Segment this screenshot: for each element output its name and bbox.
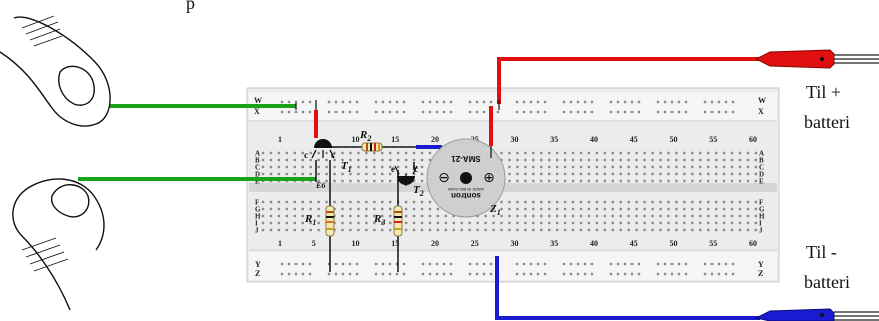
row-label-h: H — [255, 213, 261, 221]
t2-pin-e: e — [391, 164, 395, 174]
label-t2: T2 — [413, 184, 424, 198]
row-label-d-right: D — [759, 171, 764, 179]
rail-label-w-right: W — [758, 96, 766, 105]
red-wire-battery — [497, 57, 760, 104]
column-number-top-30: 30 — [511, 135, 519, 144]
row-label-f: F — [255, 199, 259, 207]
label-r2: R2 — [359, 129, 371, 143]
label-r1: R1 — [304, 213, 316, 227]
minus-probe-blue — [754, 308, 879, 321]
rail-label-z-right: Z — [758, 269, 763, 278]
column-number-bottom-5: 5 — [312, 239, 316, 248]
column-number-top-45: 45 — [630, 135, 638, 144]
minus-battery-label-line1: Til - — [806, 242, 837, 262]
row-label-a: A — [255, 150, 260, 158]
rail-label-x-right: X — [758, 107, 764, 116]
row-label-b: B — [255, 157, 260, 165]
buzzer-brand-text: sontron — [451, 191, 481, 200]
column-number-bottom-20: 20 — [431, 239, 439, 248]
finger-bottom — [12, 178, 105, 311]
bottom-power-rail — [249, 252, 777, 280]
column-number-top-15: 15 — [391, 135, 399, 144]
column-number-bottom-1: 1 — [278, 239, 282, 248]
row-label-h-right: H — [759, 213, 765, 221]
rail-label-z: Z — [255, 269, 260, 278]
rail-label-y-right: Y — [758, 260, 764, 269]
row-label-g: G — [255, 206, 261, 214]
buzzer-model-text: SMA-21 — [451, 154, 481, 163]
transistor-t1 — [311, 139, 335, 159]
row-label-d: D — [255, 171, 260, 179]
row-label-j: J — [255, 227, 259, 235]
column-number-top-35: 35 — [550, 135, 558, 144]
top-power-rail — [249, 92, 777, 120]
plus-battery-label-line1: Til + — [806, 82, 841, 102]
transistor-t2 — [394, 165, 418, 186]
rail-label-x: X — [254, 107, 260, 116]
column-number-top-60: 60 — [749, 135, 757, 144]
row-label-c-right: C — [759, 164, 764, 172]
blue-wire-battery — [495, 282, 760, 320]
center-channel — [249, 183, 777, 192]
column-number-bottom-30: 30 — [511, 239, 519, 248]
plus-probe-red — [754, 49, 879, 69]
t1-pin-c-right: c — [331, 150, 335, 160]
column-number-bottom-15: 15 — [391, 239, 399, 248]
label-e6: E6 — [315, 181, 325, 190]
column-number-bottom-35: 35 — [550, 239, 558, 248]
row-label-b-right: B — [759, 157, 764, 165]
column-number-bottom-45: 45 — [630, 239, 638, 248]
column-number-bottom-40: 40 — [590, 239, 598, 248]
t1-pin-c-left: c — [304, 150, 308, 160]
column-number-bottom-25: 25 — [471, 239, 479, 248]
top-text-fragment: p — [186, 0, 195, 13]
column-number-bottom-50: 50 — [670, 239, 678, 248]
row-label-j-right: J — [759, 227, 763, 235]
row-label-i: I — [255, 220, 258, 228]
t2-pin-c: c — [414, 164, 418, 174]
rail-label-y: Y — [255, 260, 261, 269]
column-number-bottom-60: 60 — [749, 239, 757, 248]
column-number-bottom-10: 10 — [352, 239, 360, 248]
row-label-i-right: I — [759, 220, 762, 228]
rail-holes — [280, 100, 735, 276]
label-z1: Z1 — [489, 203, 501, 217]
rail-label-w: W — [254, 96, 262, 105]
column-number-top-55: 55 — [709, 135, 717, 144]
buzzer-minus-symbol: ⊖ — [438, 169, 450, 185]
column-number-top-50: 50 — [670, 135, 678, 144]
row-label-e: E — [255, 178, 260, 186]
resistor-r2 — [361, 142, 383, 152]
row-label-g-right: G — [759, 206, 765, 214]
column-number-bottom-55: 55 — [709, 239, 717, 248]
column-number-top-40: 40 — [590, 135, 598, 144]
resistor-r3 — [393, 205, 403, 237]
row-label-c: C — [255, 164, 260, 172]
row-label-e-right: E — [759, 178, 764, 186]
buzzer-made-text: MADE IN BELGIUM — [448, 187, 484, 192]
plus-battery-label-line2: batteri — [804, 112, 850, 132]
resistor-r1 — [325, 205, 335, 237]
column-number-top-1: 1 — [278, 135, 282, 144]
breadboard-holes — [261, 151, 758, 232]
minus-battery-label-line2: batteri — [804, 272, 850, 292]
buzzer-plus-symbol: ⊕ — [483, 169, 495, 185]
row-label-a-right: A — [759, 150, 764, 158]
column-number-top-20: 20 — [431, 135, 439, 144]
column-number-top-10: 10 — [352, 135, 360, 144]
buzzer-z1 — [426, 138, 506, 218]
label-r3: R3 — [373, 213, 385, 227]
label-t1: T1 — [341, 160, 352, 174]
row-label-f-right: F — [759, 199, 763, 207]
finger-top — [0, 15, 111, 127]
